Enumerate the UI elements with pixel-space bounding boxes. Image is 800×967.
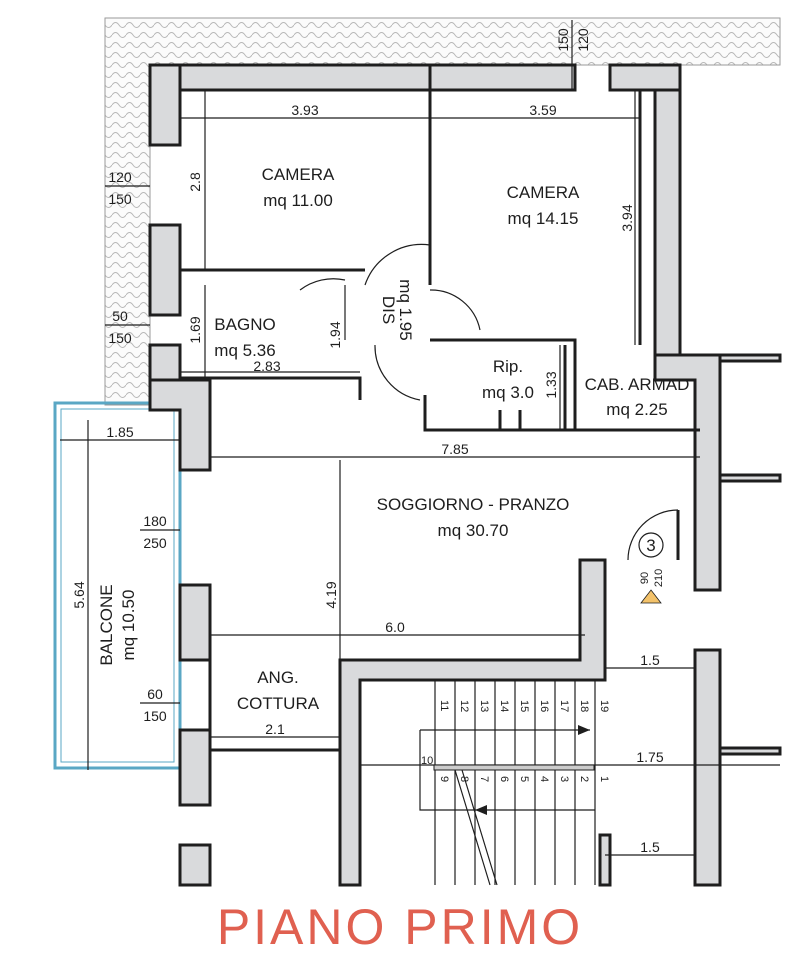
interior-walls [180, 90, 700, 752]
dim-text: 1.33 [543, 371, 559, 398]
dim-text: 1.85 [106, 424, 133, 440]
door-height: 210 [653, 569, 665, 587]
room-area-balcone: mq 10.50 [119, 590, 138, 661]
door-swings [299, 243, 680, 561]
door-number-circle [638, 532, 664, 558]
opening-bottom: 150 [143, 708, 167, 724]
room-area-dis: mq 1.95 [396, 279, 415, 340]
room-name-balcone: BALCONE [97, 584, 116, 665]
room-name-bagno: BAGNO [214, 315, 275, 334]
opening-top: 150 [555, 28, 571, 52]
stair-step-number: 6 [498, 776, 510, 782]
room-name-cottura-1: ANG. [257, 668, 299, 687]
warning-triangle-icon [640, 589, 662, 604]
dim-text: 3.94 [619, 204, 635, 231]
door-number: 3 [646, 536, 655, 555]
dim-text: 1.69 [187, 316, 203, 343]
stair-step-number: 13 [478, 700, 490, 712]
stair-step-number: 14 [498, 700, 510, 712]
opening-bottom: 250 [143, 535, 167, 551]
dim-text: 1.75 [636, 749, 663, 765]
walls [148, 63, 782, 887]
opening-top: 120 [108, 169, 132, 185]
room-area-camera-2: mq 14.15 [508, 209, 579, 228]
dim-text: 4.19 [323, 581, 339, 608]
dim-text: 3.93 [291, 102, 318, 118]
stair-step-number: 15 [518, 700, 530, 712]
room-name-soggiorno: SOGGIORNO - PRANZO [377, 495, 570, 514]
dim-text: 1.5 [640, 652, 660, 668]
stair-step-number: 17 [558, 700, 570, 712]
room-name-dis: DIS [379, 296, 398, 324]
room-area-soggiorno: mq 30.70 [438, 521, 509, 540]
opening-top: 180 [143, 513, 167, 529]
room-area-camera-1: mq 11.00 [263, 191, 333, 210]
dim-text: 1.94 [327, 321, 343, 348]
dim-text: 2.83 [253, 358, 280, 374]
stair-step-number: 7 [478, 776, 490, 782]
opening-bottom: 150 [108, 191, 132, 207]
opening-bottom: 120 [575, 28, 591, 52]
dim-text: 3.59 [529, 102, 556, 118]
room-name-cab-armad: CAB. ARMAD [585, 375, 690, 394]
dim-text: 2.8 [187, 172, 203, 192]
dim-text: 2.1 [265, 721, 285, 737]
room-name-camera-2: CAMERA [507, 183, 580, 202]
stair-numbers: 11 12 13 14 15 16 17 18 19 9 8 7 6 5 4 3 2 1 [438, 700, 610, 782]
room-area-bagno: mq 5.36 [214, 341, 275, 360]
stair-step-number: 18 [578, 700, 590, 712]
room-name-rip: Rip. [493, 357, 523, 376]
stair-step-number: 3 [558, 776, 570, 782]
room-name-camera-1: CAMERA [262, 165, 335, 184]
dim-text: 5.64 [71, 581, 87, 608]
opening-top: 60 [147, 686, 163, 702]
stair-step-number: 5 [518, 776, 530, 782]
dim-text: 1.5 [640, 839, 660, 855]
stairs [419, 680, 596, 886]
opening-top: 50 [112, 308, 128, 324]
stair-step-number: 9 [438, 776, 450, 782]
stair-step-number: 8 [458, 776, 470, 782]
stair-landing-number: 10 [421, 755, 433, 767]
stair-step-number: 11 [438, 700, 450, 711]
stair-step-number: 16 [538, 700, 550, 712]
opening-bottom: 150 [108, 330, 132, 346]
room-name-cottura-2: COTTURA [237, 694, 320, 713]
stair-step-number: 4 [538, 776, 550, 782]
room-area-rip: mq 3.0 [482, 383, 534, 402]
stair-step-number: 2 [578, 776, 590, 782]
floor-title: PIANO PRIMO [216, 899, 584, 955]
dim-text: 7.85 [441, 441, 468, 457]
door-width: 90 [639, 572, 651, 584]
dim-text: 6.0 [385, 619, 405, 635]
room-area-cab-armad: mq 2.25 [606, 400, 667, 419]
stair-step-number: 12 [458, 700, 470, 712]
stair-step-number: 1 [598, 776, 610, 782]
stair-step-number: 19 [598, 700, 610, 712]
